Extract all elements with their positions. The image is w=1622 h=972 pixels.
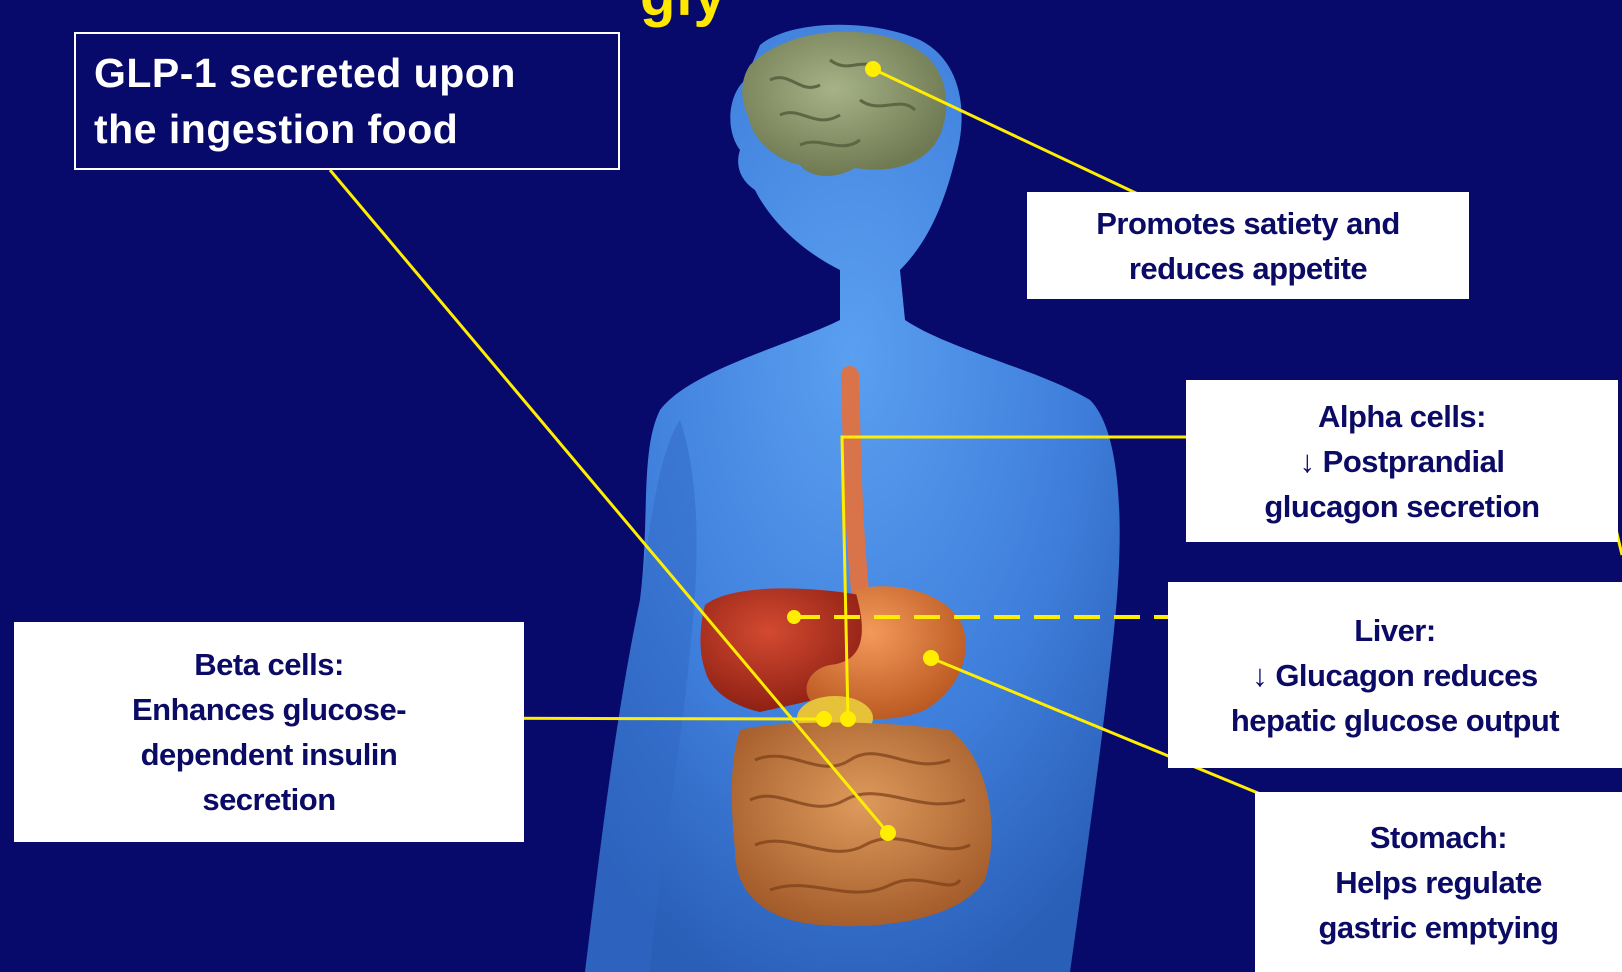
callout-stomach: Stomach: Helps regulate gastric emptying (1255, 792, 1622, 972)
callout-liver-line-2: ↓ Glucagon reduces (1252, 653, 1538, 698)
callout-brain-line-2: reduces appetite (1129, 246, 1367, 291)
callout-alpha-line-2: ↓ Postprandial (1300, 439, 1505, 484)
intestine-illustration (732, 723, 992, 927)
callout-alpha-line-3: glucagon secretion (1264, 484, 1539, 529)
callout-alpha-line-1: Alpha cells: (1318, 394, 1486, 439)
callout-stomach-line-1: Stomach: (1370, 815, 1507, 860)
callout-glp1-line-2: the ingestion food (94, 101, 458, 157)
callout-beta-line-1: Beta cells: (194, 642, 344, 687)
dot-brain (865, 61, 881, 77)
dot-liver (787, 610, 801, 624)
dot-stomach (923, 650, 939, 666)
callout-brain: Promotes satiety and reduces appetite (1027, 192, 1469, 299)
callout-beta-line-4: secretion (202, 777, 335, 822)
callout-liver: Liver: ↓ Glucagon reduces hepatic glucos… (1168, 582, 1622, 768)
dot-intestine (880, 825, 896, 841)
callout-liver-line-1: Liver: (1354, 608, 1435, 653)
callout-alpha-cells: Alpha cells: ↓ Postprandial glucagon sec… (1186, 380, 1618, 542)
callout-beta-line-2: Enhances glucose- (132, 687, 406, 732)
esophagus-illustration (850, 375, 860, 590)
callout-stomach-line-3: gastric emptying (1318, 905, 1558, 950)
dot-alpha (840, 711, 856, 727)
dot-beta (816, 711, 832, 727)
callout-liver-line-3: hepatic glucose output (1231, 698, 1559, 743)
callout-beta-line-3: dependent insulin (141, 732, 398, 777)
callout-beta-cells: Beta cells: Enhances glucose- dependent … (14, 622, 524, 842)
callout-brain-line-1: Promotes satiety and (1096, 201, 1400, 246)
callout-glp1: GLP-1 secreted upon the ingestion food (74, 32, 620, 170)
callout-glp1-line-1: GLP-1 secreted upon (94, 45, 516, 101)
callout-stomach-line-2: Helps regulate (1335, 860, 1542, 905)
